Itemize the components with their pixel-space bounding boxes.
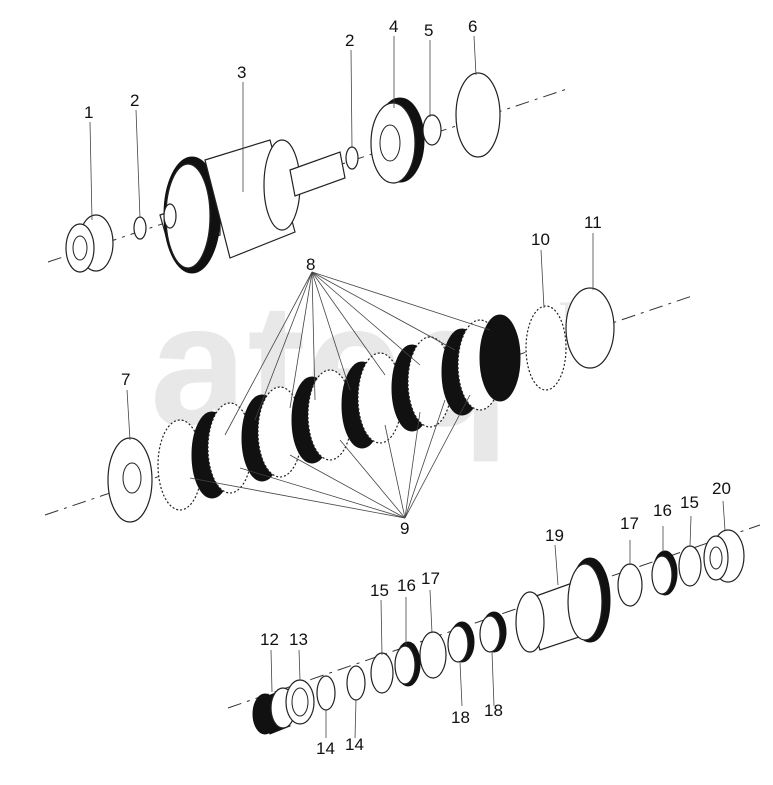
top-shaft-assembly: [47, 72, 571, 274]
leaders-9: [189, 394, 471, 519]
part-20-bearing: [703, 529, 745, 583]
callout-19: 19: [545, 526, 564, 545]
callout-18-left: 18: [451, 708, 470, 727]
callout-1: 1: [84, 103, 93, 122]
callout-16-left: 16: [397, 576, 416, 595]
part-18-needle-b: [479, 611, 507, 653]
callout-2-left: 2: [130, 91, 139, 110]
part-15-washer-left: [370, 652, 394, 694]
callout-9: 9: [400, 519, 409, 538]
part-7-washer: [107, 437, 153, 523]
part-16-bearing-left: [394, 641, 421, 687]
part-5-ring: [422, 114, 442, 146]
clutch-pack-assembly: [44, 271, 696, 523]
part-1-bearing: [65, 214, 114, 273]
callout-4: 4: [389, 17, 398, 36]
part-19-gear-hub: [515, 557, 611, 653]
callout-labels: 1 2 3 2 4 5 6 7 8 9 10 11 12 13 14 14 15…: [84, 17, 731, 758]
callout-8: 8: [306, 255, 315, 274]
clutch-discs: [157, 314, 521, 511]
leaders-8: [224, 271, 491, 436]
part-16-bearing-right: [651, 550, 678, 596]
part-17-washer-left: [419, 631, 447, 679]
part-11-snap-ring: [565, 287, 615, 369]
part-6-oring: [455, 72, 501, 158]
part-2-ring-left: [133, 216, 147, 240]
callout-3: 3: [237, 63, 246, 82]
bottom-shaft-assembly: [227, 524, 761, 735]
callout-14-left: 14: [316, 739, 335, 758]
part-13-race: [285, 679, 315, 725]
callout-15-right: 15: [680, 493, 699, 512]
callout-2-right: 2: [345, 31, 354, 50]
callout-11: 11: [584, 213, 602, 232]
callout-13: 13: [289, 630, 308, 649]
callout-12: 12: [260, 630, 279, 649]
callout-leaders: [89, 35, 726, 739]
callout-17-left: 17: [421, 569, 440, 588]
callout-16-right: 16: [653, 501, 672, 520]
part-14-ring-b: [346, 665, 366, 701]
part-3-gear-shaft: [159, 139, 346, 274]
callout-6: 6: [468, 17, 477, 36]
part-2-ring-right: [345, 146, 359, 170]
callout-15-left: 15: [370, 581, 389, 600]
callout-5: 5: [424, 21, 433, 40]
callout-14-right: 14: [345, 735, 364, 754]
callout-17-right: 17: [620, 514, 639, 533]
part-15-washer-right: [678, 545, 702, 587]
part-4-piston: [370, 97, 425, 184]
callout-20: 20: [712, 479, 731, 498]
callout-18-right: 18: [484, 701, 503, 720]
part-18-needle-a: [447, 621, 475, 663]
callout-7: 7: [121, 370, 130, 389]
part-17-washer-right: [617, 563, 643, 607]
callout-10: 10: [531, 230, 550, 249]
part-14-ring-a: [316, 675, 336, 711]
part-10-plate: [525, 305, 567, 391]
